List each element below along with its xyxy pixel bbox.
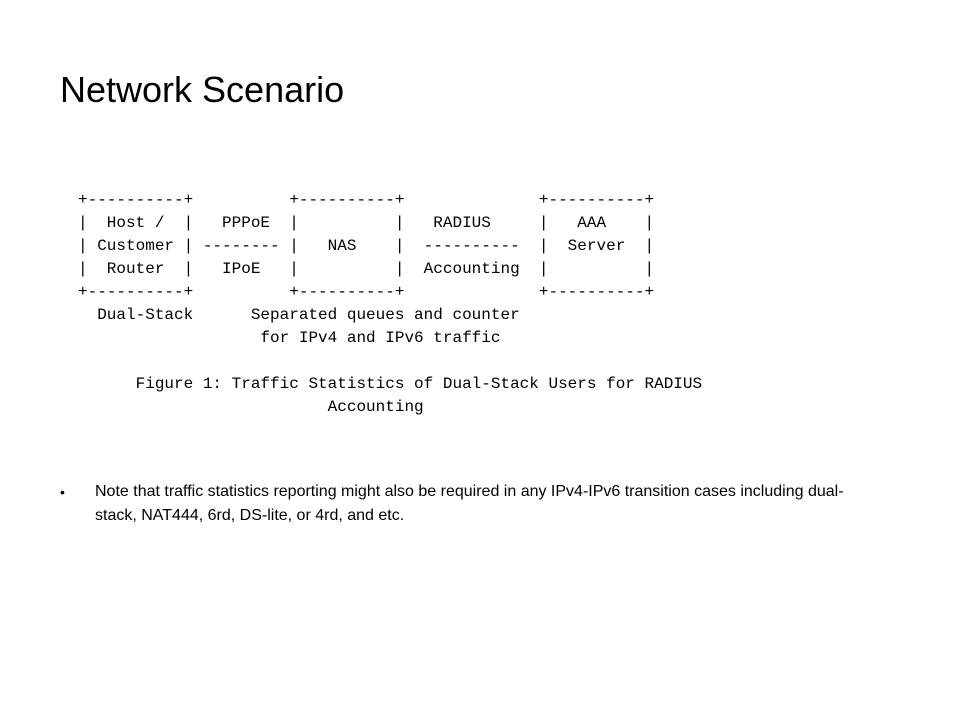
slide-title: Network Scenario [60,69,345,110]
figure-line: | Host / | PPPoE | | RADIUS | AAA | [78,214,655,232]
bullet-text: Note that traffic statistics reporting m… [95,483,844,524]
figure-line: Dual-Stack Separated queues and counter [78,306,520,324]
figure-line: | Router | IPoE | | Accounting | | [78,260,655,278]
figure-line: +----------+ +----------+ +----------+ [78,283,655,301]
bullet-list-item: • Note that traffic statistics reporting… [60,480,880,528]
figure-line: for IPv4 and IPv6 traffic [78,329,501,347]
figure-line: | Customer | -------- | NAS | ----------… [78,237,655,255]
figure-caption-line: Accounting [78,398,424,416]
ascii-diagram-figure: +----------+ +----------+ +----------+ |… [78,189,702,419]
figure-line: +----------+ +----------+ +----------+ [78,191,655,209]
figure-caption-line: Figure 1: Traffic Statistics of Dual-Sta… [78,375,703,393]
bullet-icon: • [60,484,65,500]
